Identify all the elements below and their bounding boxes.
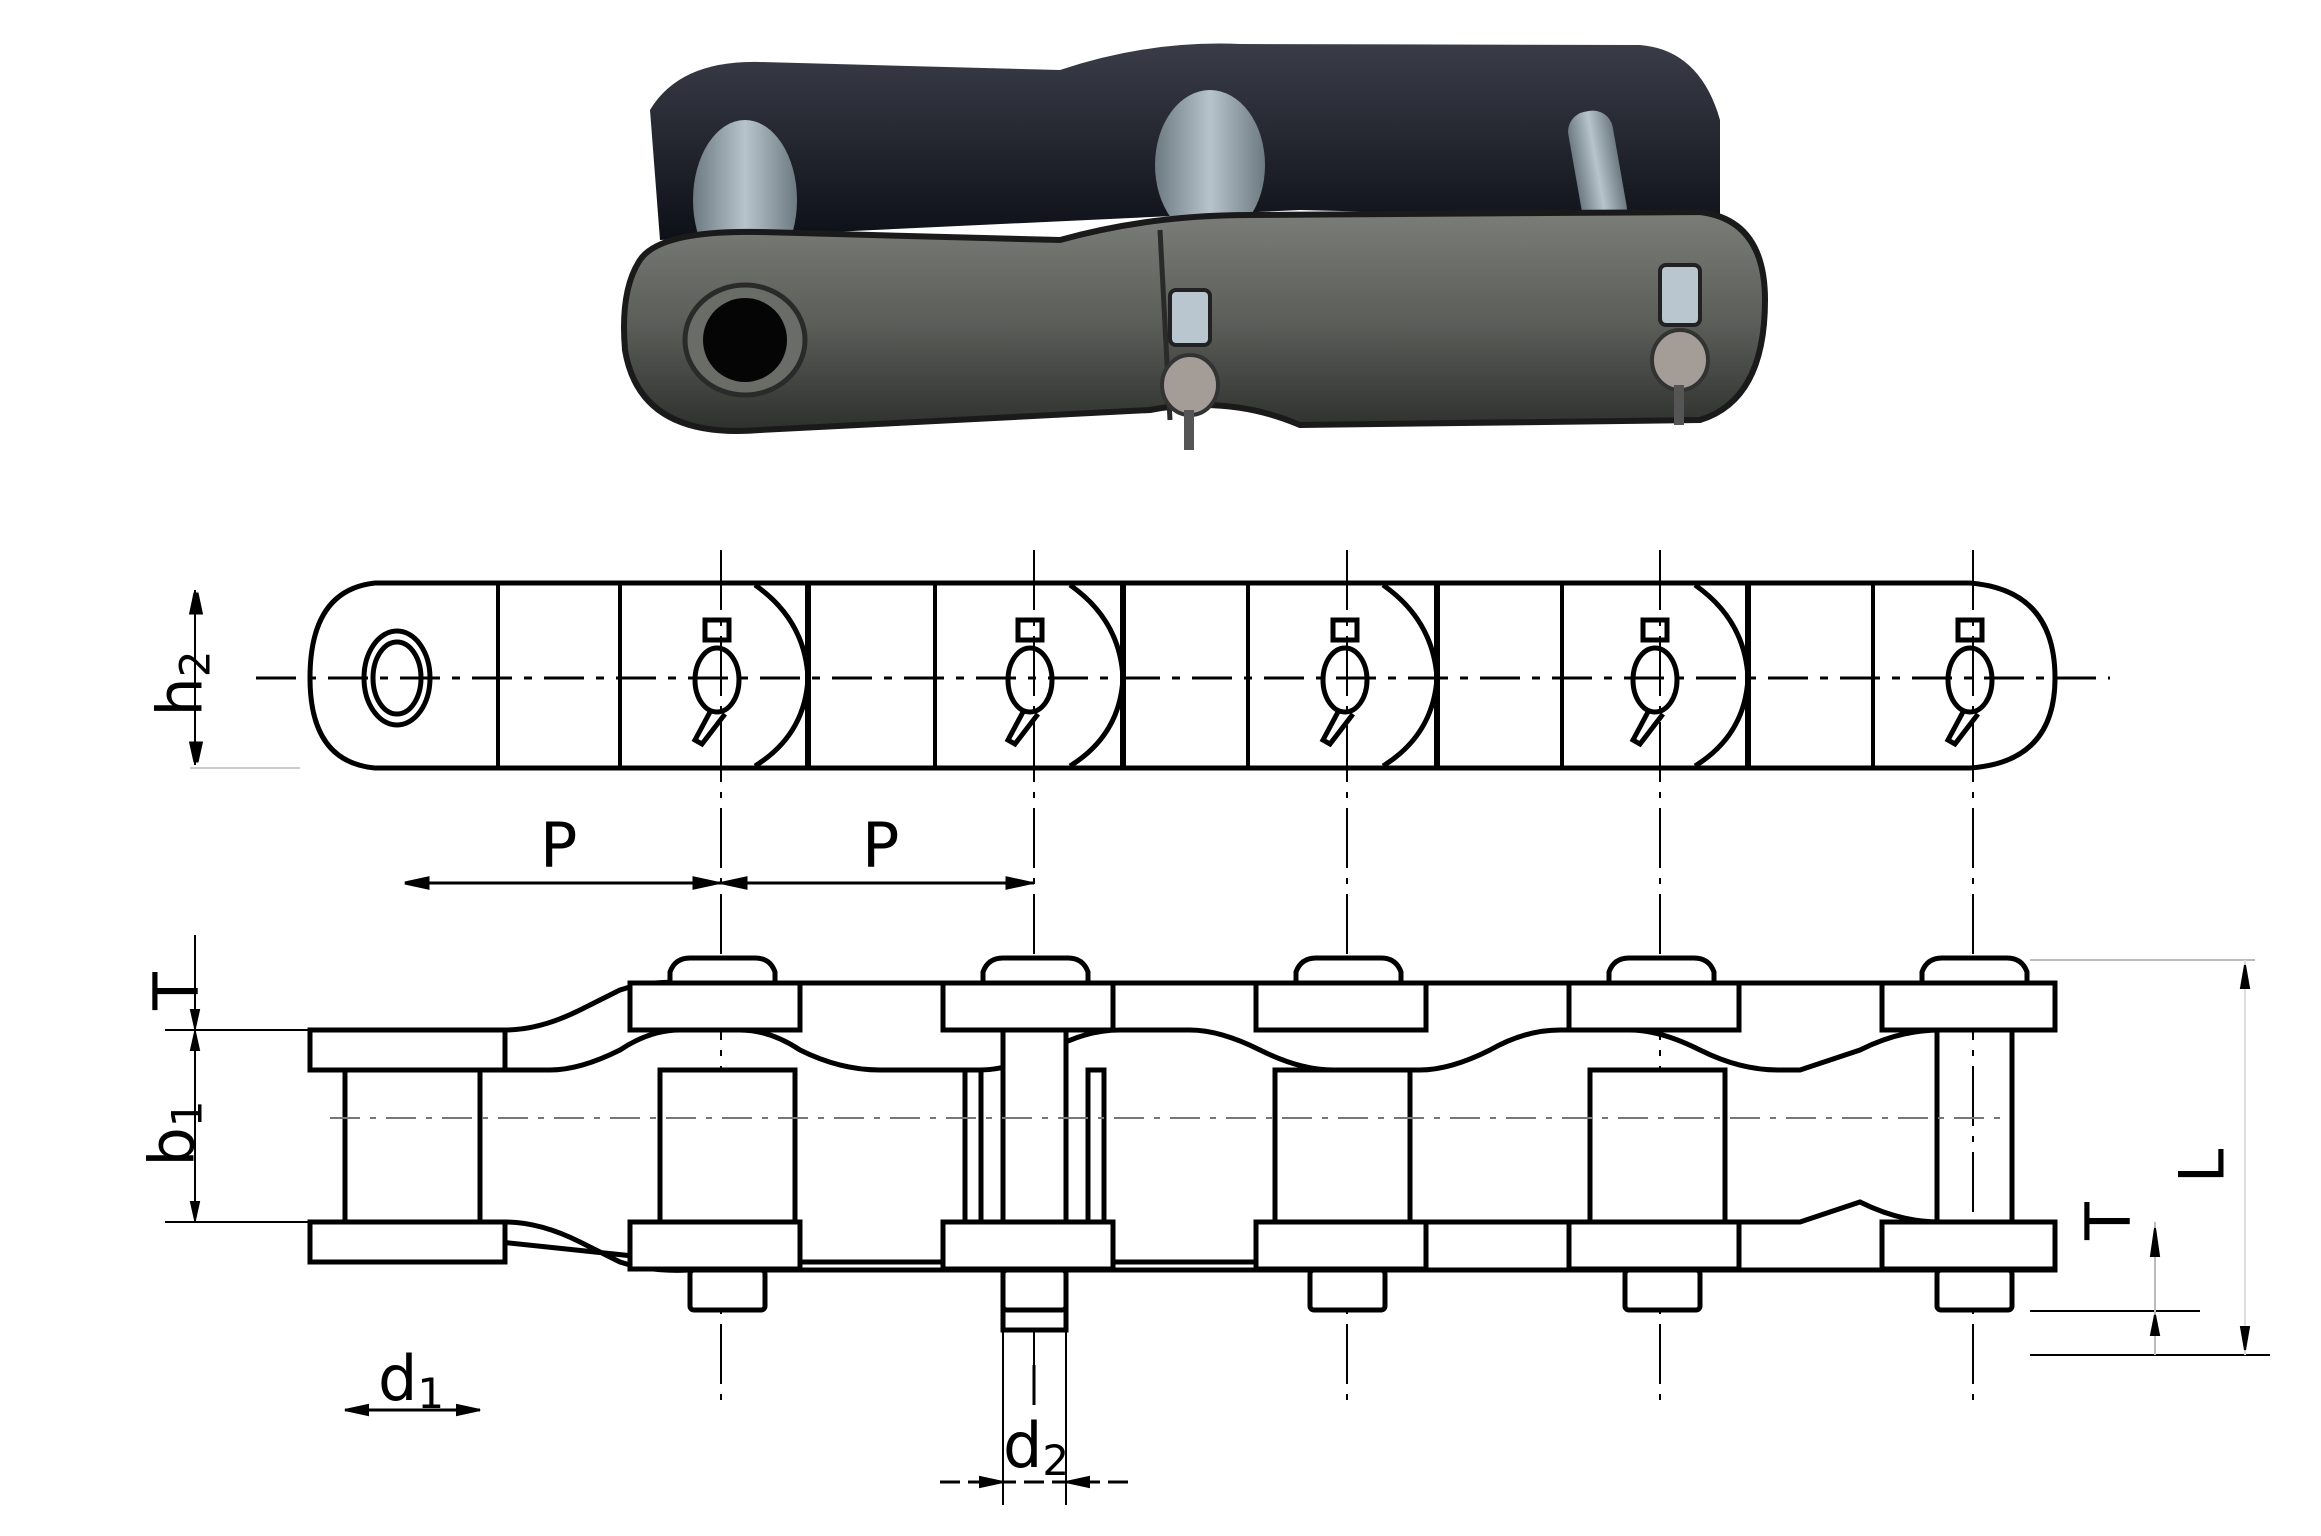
dim-label-plate-thickness-top: T <box>139 972 213 1010</box>
dim-label-pitch-1: P <box>540 809 578 882</box>
top-view <box>188 550 2110 1405</box>
side-view <box>307 955 2058 1333</box>
dim-label-d2: d2 <box>1003 1409 1070 1485</box>
dim-label-h2: h2 <box>143 650 220 717</box>
side-view-dimensions <box>165 935 2270 1505</box>
pin-cotter-1 <box>691 617 742 748</box>
pin-cotter-5 <box>1944 617 1995 748</box>
pin-cotter-2 <box>1004 617 1055 748</box>
pin-cotter-3 <box>1319 617 1370 748</box>
dim-label-pitch-2: P <box>862 809 900 882</box>
dim-label-b1: b1 <box>135 1100 212 1167</box>
dim-label-d1: d1 <box>378 1342 445 1418</box>
chain-photo <box>621 43 1769 450</box>
dim-label-plate-thickness-right: T <box>2071 1202 2145 1240</box>
pin-cotter-4 <box>1629 617 1680 748</box>
dim-label-pin-length: L <box>2165 1148 2239 1184</box>
pitch-dimension <box>404 876 1034 890</box>
